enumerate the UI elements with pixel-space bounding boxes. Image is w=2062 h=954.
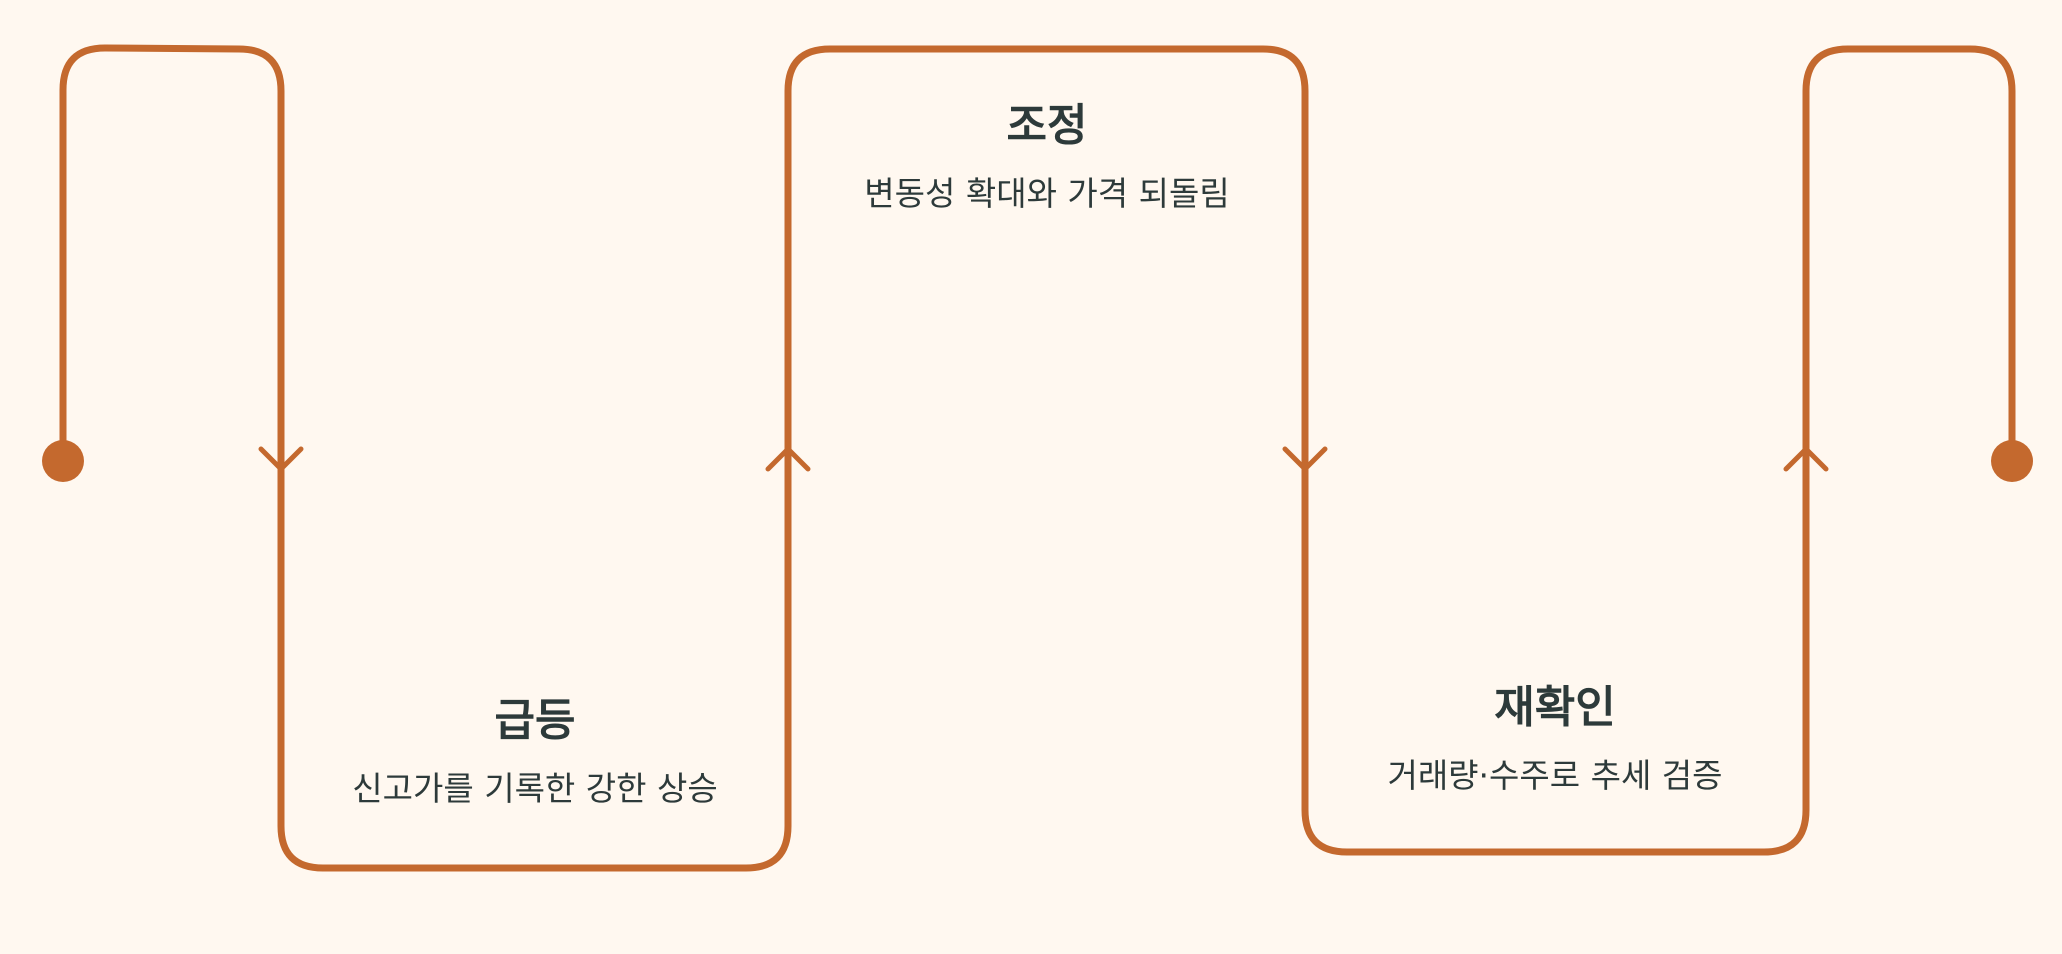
- stage-reconfirm: 재확인 거래량·수주로 추세 검증: [1387, 682, 1722, 795]
- arrow-up-icon: [1783, 446, 1829, 472]
- arrow-down-icon: [258, 446, 304, 472]
- stage-title: 재확인: [1494, 682, 1615, 733]
- end-dot: [1991, 440, 2033, 482]
- stage-description: 변동성 확대와 가격 되돌림: [864, 174, 1229, 213]
- stage-description: 거래량·수주로 추세 검증: [1387, 756, 1722, 795]
- stage-title: 조정: [1007, 100, 1088, 151]
- stage-title: 급등: [495, 695, 576, 746]
- wave-connector-line: [59, 44, 2016, 872]
- start-dot: [42, 440, 84, 482]
- arrow-down-icon: [1282, 446, 1328, 472]
- arrow-up-icon: [765, 446, 811, 472]
- stage-correction: 조정 변동성 확대와 가격 되돌림: [864, 100, 1229, 213]
- stage-description: 신고가를 기록한 강한 상승: [352, 769, 717, 808]
- stage-surge: 급등 신고가를 기록한 강한 상승: [352, 695, 717, 808]
